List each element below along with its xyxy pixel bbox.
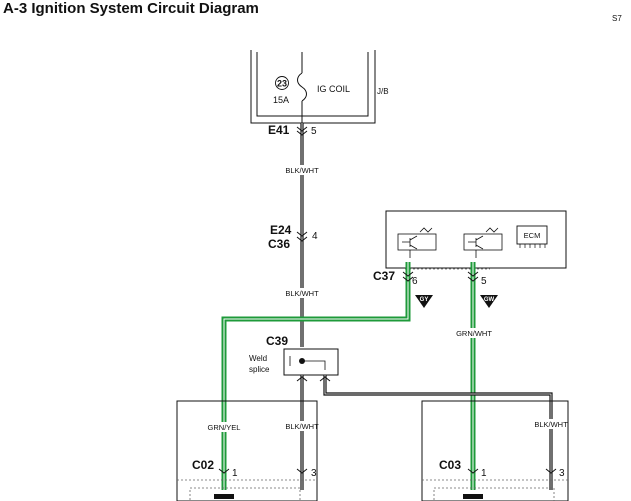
fuse-rating: 15A bbox=[273, 95, 289, 105]
ecm-module: ECM bbox=[385, 210, 567, 269]
ground-gy-label: GY bbox=[420, 297, 429, 303]
connector-e41-label: E41 bbox=[268, 123, 290, 137]
junction-box-label: J/B bbox=[377, 87, 389, 96]
connector-c37-pin-right: 5 bbox=[481, 276, 487, 287]
connector-c02-pin-right: 3 bbox=[311, 468, 317, 479]
ground-gw-label: GW bbox=[484, 297, 495, 303]
junction-box: J/B bbox=[250, 50, 389, 124]
ecm-chip-icon bbox=[516, 225, 548, 245]
wire-label-blk-wht-1: BLK/WHT bbox=[285, 166, 319, 175]
weld-splice bbox=[283, 348, 339, 376]
connector-e41-mark bbox=[296, 126, 308, 136]
connector-e24-label: E24 bbox=[270, 223, 292, 237]
connector-c03-pin-right: 3 bbox=[559, 468, 565, 479]
ignition-coil-left bbox=[176, 400, 318, 501]
fuse-number-badge bbox=[275, 76, 289, 90]
connector-e41-pin: 5 bbox=[311, 126, 317, 137]
wire-label-grn-yel: GRN/YEL bbox=[208, 423, 241, 432]
fuse-name: IG COIL bbox=[317, 84, 350, 94]
connector-c02-pin-left: 1 bbox=[232, 468, 238, 479]
connector-c03-label: C03 bbox=[439, 458, 461, 472]
connector-c36-label: C36 bbox=[268, 237, 290, 251]
ecm-driver-right-icon bbox=[463, 227, 503, 258]
connector-c37-pin-left: 6 bbox=[412, 276, 418, 287]
connector-c03-pin-left: 1 bbox=[481, 468, 487, 479]
connector-c37-label: C37 bbox=[373, 269, 395, 283]
ig-coil-fuse: 23 15A IG COIL bbox=[273, 52, 350, 123]
connector-c39-label: C39 bbox=[266, 334, 288, 348]
ignition-coil-right bbox=[421, 400, 569, 501]
connector-c36-pin: 4 bbox=[312, 231, 318, 242]
ground-gw-icon: GW bbox=[480, 295, 498, 308]
page-code: S7 bbox=[612, 14, 622, 23]
splice-label-line2: splice bbox=[249, 365, 270, 374]
ecm-label: ECM bbox=[524, 231, 541, 240]
connector-c36-mark bbox=[296, 231, 308, 242]
wire-label-blk-wht-4: BLK/WHT bbox=[534, 420, 568, 429]
wire-blk-wht-right bbox=[323, 375, 553, 490]
fuse-number: 23 bbox=[277, 79, 287, 89]
connector-c02-label: C02 bbox=[192, 458, 214, 472]
splice-label-line1: Weld bbox=[249, 354, 267, 363]
wire-label-blk-wht-3: BLK/WHT bbox=[285, 422, 319, 431]
wire-label-blk-wht-2: BLK/WHT bbox=[285, 289, 319, 298]
wire-label-grn-wht: GRN/WHT bbox=[456, 329, 492, 338]
ecm-driver-left-icon bbox=[397, 227, 437, 258]
ground-gy-icon: GY bbox=[415, 295, 433, 308]
page-title: A-3 Ignition System Circuit Diagram bbox=[3, 0, 259, 17]
wire-grn-yel bbox=[221, 262, 411, 490]
